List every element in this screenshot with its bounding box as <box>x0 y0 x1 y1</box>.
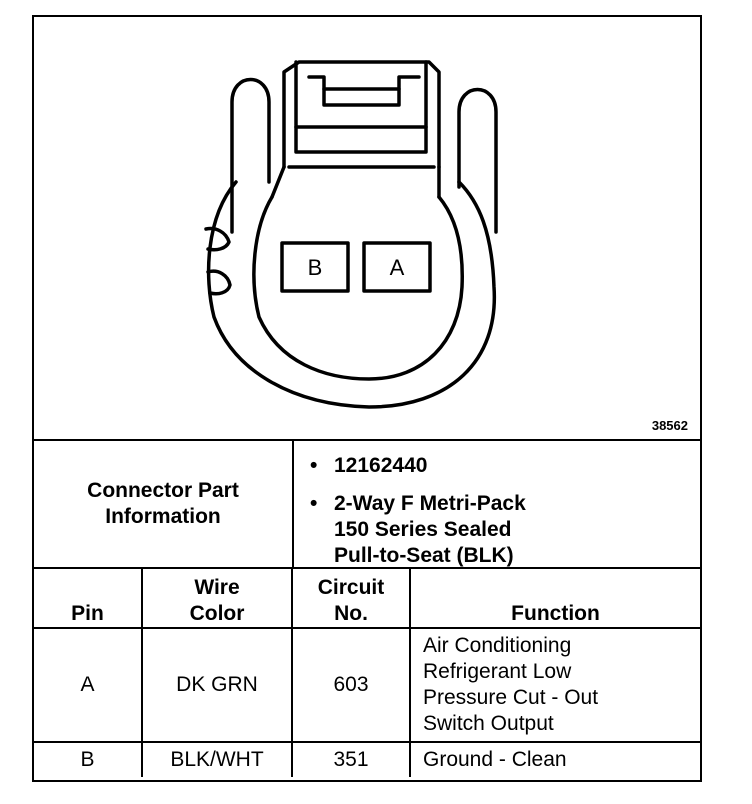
function-line: Switch Output <box>423 712 554 735</box>
connector-part-information: Connector Part Information • 12162440 • … <box>34 441 700 569</box>
cell-wire-color: DK GRN <box>141 627 293 743</box>
connector-outer-body <box>206 180 497 409</box>
cell-pin: A <box>34 627 143 743</box>
terminal-cavity-b <box>280 241 350 293</box>
bullet-glyph: • <box>310 492 318 515</box>
part-info-label: Connector Part Information <box>34 441 294 567</box>
function-line: Air Conditioning <box>423 634 572 657</box>
cell-function: Ground - Clean <box>409 741 700 777</box>
table-row: A DK GRN 603 Air Conditioning Refrigeran… <box>34 627 700 743</box>
terminal-label-b: B <box>308 255 323 280</box>
part-info-list: • 12162440 • 2-Way F Metri-Pack 150 Seri… <box>294 441 700 567</box>
part-info-label-line: Connector Part <box>87 479 239 502</box>
cell-circuit: 351 <box>291 741 411 777</box>
header-function: Function <box>409 569 700 629</box>
header-line: Wire <box>194 576 240 599</box>
part-description-item: • 2-Way F Metri-Pack 150 Series Sealed P… <box>310 491 526 569</box>
cell-wire-color: BLK/WHT <box>141 741 293 777</box>
figure-number: 38562 <box>651 418 688 433</box>
pin-table: Pin Wire Color Circuit No. Function A DK… <box>34 569 700 777</box>
top-latch-housing <box>282 60 441 169</box>
function-line: Pressure Cut - Out <box>423 686 599 709</box>
part-description-line: Pull-to-Seat (BLK) <box>334 544 514 567</box>
part-description-line: 150 Series Sealed <box>334 518 512 541</box>
table-row: B BLK/WHT 351 Ground - Clean <box>34 741 700 777</box>
header-line: No. <box>334 602 368 625</box>
header-line: Function <box>511 602 600 625</box>
part-description-line: 2-Way F Metri-Pack <box>334 492 526 515</box>
cell-circuit: 603 <box>291 627 411 743</box>
part-number: 12162440 <box>334 454 428 477</box>
connector-inner-body <box>252 195 464 381</box>
lock-notch-lower <box>206 269 232 296</box>
cell-function: Air Conditioning Refrigerant Low Pressur… <box>409 627 700 743</box>
left-lock-tab <box>230 77 271 234</box>
right-lock-tab <box>457 87 498 234</box>
header-wire-color: Wire Color <box>141 569 293 629</box>
table-header-row: Pin Wire Color Circuit No. Function <box>34 569 700 629</box>
connector-figure: B A 38562 <box>34 17 700 441</box>
function-line: Ground - Clean <box>423 748 567 771</box>
lock-notch-upper <box>204 226 231 252</box>
part-info-label-line: Information <box>105 505 221 528</box>
header-line: Pin <box>71 602 104 625</box>
header-line: Circuit <box>317 576 385 599</box>
connector-sheet: B A 38562 Connector Part Information • 1… <box>32 15 702 782</box>
function-line: Refrigerant Low <box>423 660 572 683</box>
header-circuit: Circuit No. <box>291 569 411 629</box>
connector-face-drawing: B A <box>204 60 498 409</box>
header-line: Color <box>189 602 245 625</box>
header-pin: Pin <box>34 569 143 629</box>
cell-pin: B <box>34 741 143 777</box>
terminal-label-a: A <box>390 255 405 280</box>
bullet-glyph: • <box>310 454 318 477</box>
terminal-cavity-a <box>362 241 432 293</box>
part-number-item: • 12162440 <box>310 453 428 479</box>
